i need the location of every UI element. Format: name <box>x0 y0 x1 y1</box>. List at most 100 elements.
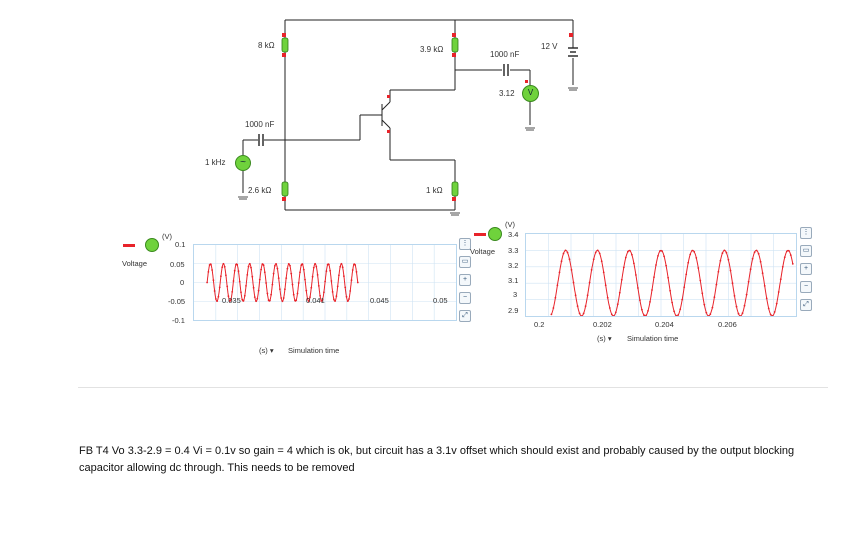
data-point <box>260 268 262 271</box>
data-point <box>651 289 653 291</box>
plot1-zoom-in-icon[interactable]: + <box>459 274 471 286</box>
data-point <box>683 286 686 289</box>
plot1-legend-icon[interactable]: ▭ <box>459 256 471 268</box>
plot1-scale-icon[interactable]: ⋮ <box>459 238 471 250</box>
data-point <box>310 286 313 289</box>
data-point <box>745 293 748 296</box>
data-point <box>275 263 277 265</box>
plot1-fit-icon[interactable]: ⤢ <box>459 310 471 322</box>
data-point <box>281 300 284 303</box>
data-point <box>622 266 625 269</box>
source-label: 1 kHz <box>205 158 226 167</box>
plot1-unit-label: (V) <box>162 232 172 241</box>
data-point <box>276 267 279 270</box>
r1-label: 8 kΩ <box>258 41 275 50</box>
data-point <box>206 281 208 284</box>
plot2-fit-icon[interactable]: ⤢ <box>800 299 812 311</box>
data-point <box>339 265 342 268</box>
data-point <box>220 275 222 278</box>
voltmeter-icon[interactable]: V <box>522 85 539 102</box>
data-point <box>240 291 242 294</box>
data-point <box>341 266 344 269</box>
data-point <box>284 288 286 291</box>
plot2-legend-icon[interactable]: ▭ <box>800 245 812 257</box>
data-point <box>765 297 768 300</box>
voltmeter-letter: V <box>527 88 534 97</box>
data-point <box>314 262 316 265</box>
plot1-ytick: 0.05 <box>170 260 185 269</box>
data-point <box>291 283 294 286</box>
data-point <box>319 294 321 297</box>
plot2-time-unit[interactable]: (s) ▾ <box>597 334 612 343</box>
data-point <box>747 280 750 283</box>
data-point <box>761 272 764 274</box>
data-point <box>349 290 352 292</box>
data-point <box>618 291 621 294</box>
plot1-area[interactable] <box>193 244 457 321</box>
data-point <box>627 250 629 253</box>
data-point <box>667 276 669 279</box>
plot2-zoom-in-icon[interactable]: + <box>800 263 812 275</box>
data-point <box>266 292 269 295</box>
data-point <box>238 280 241 283</box>
data-point <box>715 283 718 286</box>
plot1-zoom-out-icon[interactable]: − <box>459 292 471 304</box>
data-point <box>552 307 555 309</box>
plot2-scale-icon[interactable]: ⋮ <box>800 227 812 239</box>
data-point <box>570 269 573 271</box>
plot2-unit-label: (V) <box>505 220 515 229</box>
data-point <box>346 300 349 302</box>
data-point <box>705 311 708 314</box>
data-point <box>335 295 338 297</box>
data-point <box>602 271 605 274</box>
data-point <box>610 313 613 316</box>
plot1-time-label: Simulation time <box>288 346 340 355</box>
data-point <box>550 313 553 316</box>
data-point <box>781 265 784 268</box>
data-point <box>600 260 603 263</box>
plot2-time-label: Simulation time <box>627 334 679 343</box>
ac-source-icon[interactable]: ~ <box>235 155 251 171</box>
data-point <box>590 269 593 271</box>
data-point <box>629 249 631 252</box>
data-point <box>572 281 575 284</box>
data-point <box>620 278 623 281</box>
data-point <box>731 282 734 285</box>
data-point <box>236 263 239 266</box>
data-point <box>233 269 236 272</box>
plot2-probe-icon[interactable] <box>488 227 502 241</box>
data-point <box>773 311 776 313</box>
data-point <box>312 266 315 269</box>
data-point <box>334 300 337 302</box>
data-point <box>755 249 758 252</box>
data-point <box>596 249 599 252</box>
data-point <box>345 295 348 298</box>
data-point <box>608 307 611 309</box>
plot1-xtick: 0.041 <box>306 296 325 305</box>
data-point <box>272 272 275 275</box>
data-point <box>287 263 290 265</box>
data-point <box>317 285 320 287</box>
plot2-toolbar: ⋮ ▭ + − ⤢ <box>800 227 812 311</box>
data-point <box>221 266 224 269</box>
data-point <box>328 263 330 266</box>
plot1-ytick: -0.1 <box>172 316 185 325</box>
data-point <box>653 276 655 278</box>
plot2-zoom-out-icon[interactable]: − <box>800 281 812 293</box>
data-point <box>695 257 698 259</box>
plot2-ytick: 3.1 <box>508 276 519 285</box>
data-point <box>663 255 665 258</box>
plot2-area[interactable] <box>525 233 797 317</box>
data-point <box>586 294 589 297</box>
data-point <box>659 250 661 252</box>
data-point <box>241 298 244 301</box>
plot1-time-unit[interactable]: (s) ▾ <box>259 346 274 355</box>
data-point <box>263 271 266 274</box>
data-point <box>251 275 254 278</box>
data-point <box>560 260 563 263</box>
plot1-probe-icon[interactable] <box>145 238 159 252</box>
data-point <box>556 284 559 287</box>
data-point <box>697 267 700 269</box>
plot1-ytick: 0.1 <box>175 240 186 249</box>
data-point <box>218 286 221 289</box>
